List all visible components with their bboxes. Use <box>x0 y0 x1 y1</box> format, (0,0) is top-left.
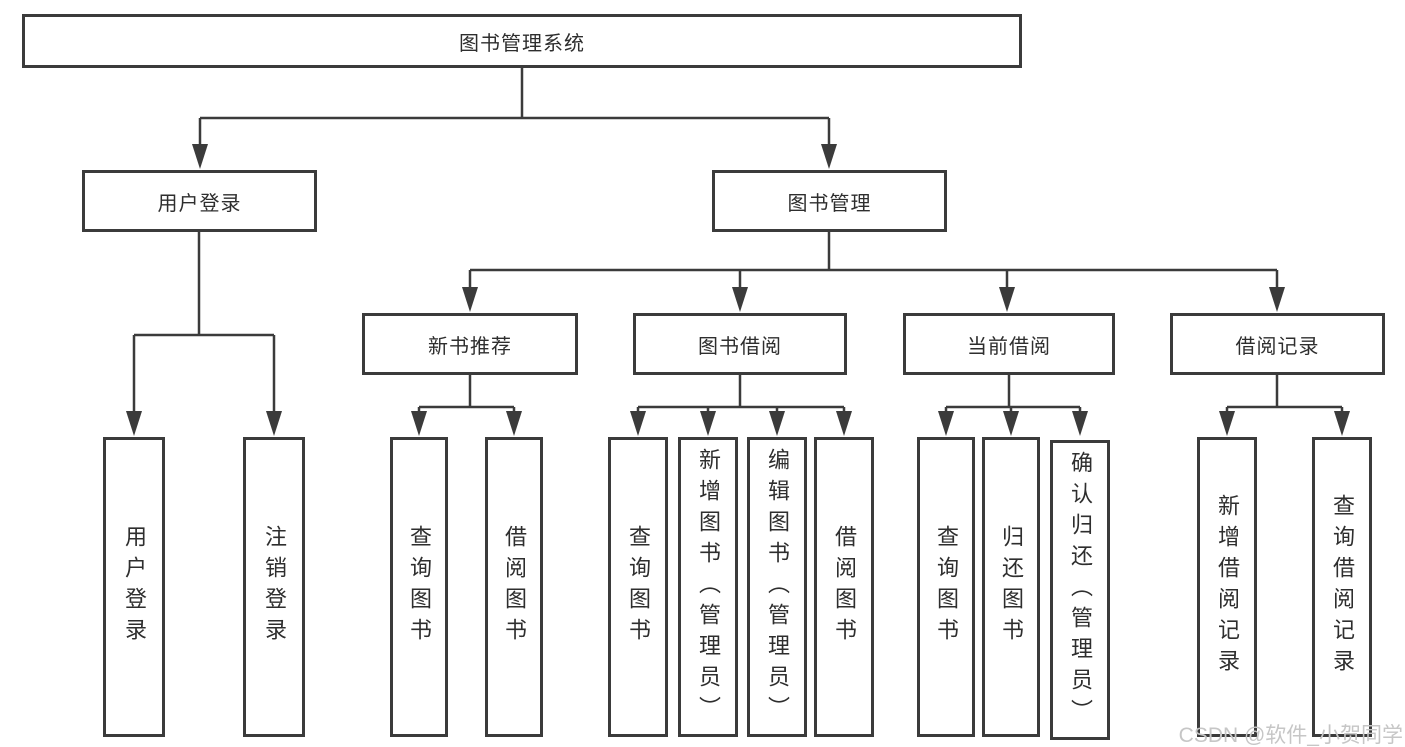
node-label: 图书管理系统 <box>459 32 585 55</box>
node-book-borrowing: 图书借阅 <box>633 313 847 375</box>
node-label: 借阅图书 <box>502 525 527 649</box>
leaf-borrowing-borrow-books: 借阅图书 <box>814 437 874 737</box>
node-label: 确认归还（管理员） <box>1068 450 1093 730</box>
connector-current-to-leaves <box>944 375 1082 413</box>
node-label: 编辑图书（管理员） <box>765 447 790 727</box>
node-label: 查询图书 <box>407 525 432 649</box>
connector-userlogin-to-leaves <box>132 232 276 413</box>
leaf-borrowing-add-books-admin: 新增图书（管理员） <box>678 437 738 737</box>
node-label: 查询图书 <box>934 525 959 649</box>
node-label: 新书推荐 <box>428 335 512 358</box>
node-current-borrowing: 当前借阅 <box>903 313 1115 375</box>
node-label: 查询图书 <box>626 525 651 649</box>
connector-root-to-level2 <box>198 68 831 146</box>
node-user-login: 用户登录 <box>82 170 317 232</box>
connector-bookmgmt-to-level3 <box>468 232 1279 289</box>
leaf-borrowing-query-books: 查询图书 <box>608 437 668 737</box>
arrowheads <box>126 144 1350 436</box>
leaf-logout: 注销登录 <box>243 437 305 737</box>
node-new-book-recommend: 新书推荐 <box>362 313 578 375</box>
node-label: 查询借阅记录 <box>1330 494 1355 680</box>
node-label: 图书借阅 <box>698 335 782 358</box>
node-label: 用户登录 <box>122 525 147 649</box>
node-borrowing-records: 借阅记录 <box>1170 313 1385 375</box>
node-label: 借阅记录 <box>1235 335 1320 358</box>
leaf-records-add-record: 新增借阅记录 <box>1197 437 1257 737</box>
connector-recommend-to-leaves <box>417 375 516 413</box>
leaf-current-query-books: 查询图书 <box>917 437 975 737</box>
node-root-system: 图书管理系统 <box>22 14 1022 68</box>
leaf-records-query-record: 查询借阅记录 <box>1312 437 1372 737</box>
leaf-current-return-books: 归还图书 <box>982 437 1040 737</box>
leaf-borrowing-edit-books-admin: 编辑图书（管理员） <box>747 437 807 737</box>
connector-records-to-leaves <box>1225 375 1344 413</box>
connector-borrowing-to-leaves <box>636 375 846 413</box>
node-label: 借阅图书 <box>832 525 857 649</box>
node-label: 用户登录 <box>157 192 242 215</box>
leaf-user-login: 用户登录 <box>103 437 165 737</box>
node-book-management: 图书管理 <box>712 170 947 232</box>
node-label: 当前借阅 <box>967 335 1051 358</box>
node-label: 归还图书 <box>999 525 1024 649</box>
leaf-current-confirm-return-admin: 确认归还（管理员） <box>1050 440 1110 740</box>
leaf-recommend-query-books: 查询图书 <box>390 437 448 737</box>
csdn-watermark: CSDN @软件_小贺同学 <box>1178 724 1403 747</box>
node-label: 注销登录 <box>262 525 287 649</box>
leaf-recommend-borrow-books: 借阅图书 <box>485 437 543 737</box>
node-label: 新增借阅记录 <box>1215 494 1240 680</box>
node-label: 图书管理 <box>787 192 872 215</box>
node-label: 新增图书（管理员） <box>696 447 721 727</box>
